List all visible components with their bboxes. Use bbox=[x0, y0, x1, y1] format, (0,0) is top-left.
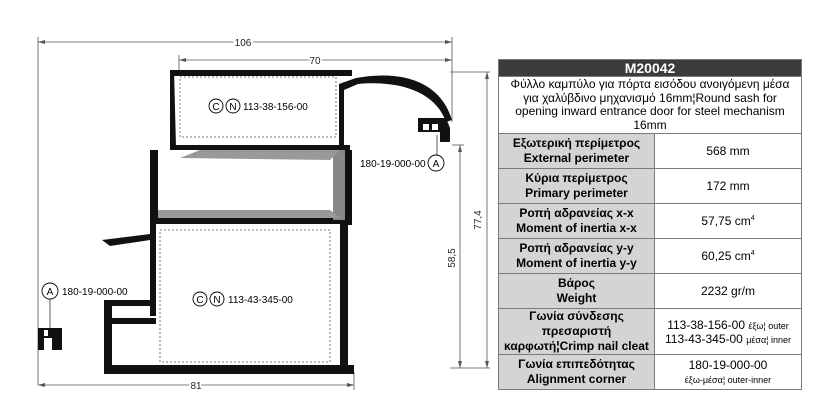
dim-top-width: 70 bbox=[309, 56, 321, 67]
svg-text:C: C bbox=[196, 295, 203, 306]
spec-table: M20042 Φύλλο καμπύλο για πόρτα εισόδου α… bbox=[498, 59, 802, 390]
row-label-en: External perimeter bbox=[523, 151, 630, 165]
profile-description: Φύλλο καμπύλο για πόρτα εισόδου ανοιγόμε… bbox=[498, 76, 802, 134]
row-label-en: Moment of inertia x-x bbox=[516, 221, 637, 235]
dim-height: 58,5 bbox=[447, 248, 458, 268]
row-value: 57,75 cm4 bbox=[654, 203, 802, 239]
callout-top-cleat: C N 113-38-156-00 bbox=[208, 98, 308, 114]
cleat-code-inner: 113-43-345-00 bbox=[665, 331, 743, 346]
dimension-lines bbox=[37, 37, 490, 390]
cleat-label-en: καρφωτή¦Crimp nail cleat bbox=[504, 339, 649, 353]
cleat-outlines bbox=[159, 76, 337, 363]
alignment-label-gr: Γωνία επιπεδότητας bbox=[518, 357, 635, 371]
svg-text:C: C bbox=[212, 102, 219, 113]
aluminium-profile bbox=[38, 70, 452, 374]
dim-overall-width: 106 bbox=[235, 38, 252, 49]
alignment-code: 180-19-000-00 bbox=[688, 358, 768, 372]
svg-text:N: N bbox=[213, 295, 220, 306]
row-value: 172 mm bbox=[654, 168, 802, 204]
row-label-gr: Κύρια περίμετρος bbox=[525, 171, 628, 185]
callout-corner-right: 180-19-000-00 A bbox=[360, 135, 445, 172]
top-cleat-code: 113-38-156-00 bbox=[243, 102, 308, 113]
row-label-en: Primary perimeter bbox=[525, 186, 628, 200]
row-label-gr: Εξωτερική περίμετρος bbox=[512, 136, 641, 150]
dim-bottom-width: 81 bbox=[190, 381, 202, 392]
row-value: 2232 gr/m bbox=[654, 273, 802, 309]
row-label-gr: Βάρος bbox=[557, 276, 596, 290]
profile-code: M20042 bbox=[498, 59, 802, 77]
cleat-code-outer: 113-38-156-00 bbox=[667, 317, 746, 332]
row-value: 568 mm bbox=[654, 133, 802, 169]
row-label-gr: Ροπή αδρανείας y-y bbox=[519, 241, 634, 255]
corner-left-code: 180-19-000-00 bbox=[62, 287, 128, 298]
row-label-gr: Ροπή αδρανείας x-x bbox=[519, 206, 634, 220]
svg-text:A: A bbox=[47, 287, 54, 298]
row-label-en: Moment of inertia y-y bbox=[516, 256, 637, 270]
bottom-cleat-code: 113-43-345-00 bbox=[228, 295, 293, 306]
dim-total-height: 77,4 bbox=[473, 210, 484, 230]
row-value: 60,25 cm4 bbox=[654, 238, 802, 274]
cleat-label-gr: Γωνία σύνδεσης πρεσαριστή bbox=[529, 309, 624, 338]
callout-bottom-cleat: C N 113-43-345-00 bbox=[192, 291, 293, 307]
callout-corner-left: A 180-19-000-00 bbox=[41, 282, 128, 328]
svg-text:N: N bbox=[229, 102, 236, 113]
alignment-label-en: Alignment corner bbox=[526, 372, 627, 386]
profile-drawing: 106 70 81 77,4 58,5 bbox=[37, 36, 490, 394]
svg-text:A: A bbox=[433, 159, 440, 170]
row-label-en: Weight bbox=[556, 291, 597, 305]
corner-right-code: 180-19-000-00 bbox=[360, 159, 426, 170]
